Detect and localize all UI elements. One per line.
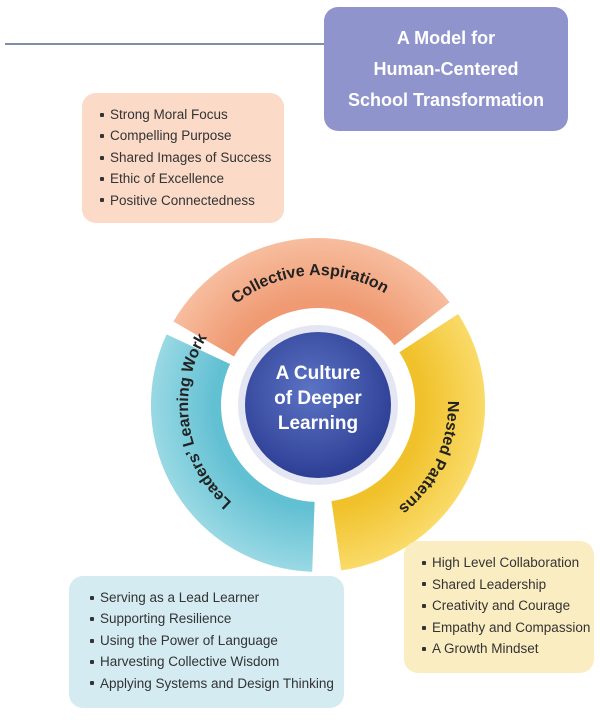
list-item: Ethic of Excellence	[100, 168, 284, 189]
title-line-3: School Transformation	[347, 89, 545, 110]
list-item: Strong Moral Focus	[100, 104, 284, 125]
patterns-list-box: High Level Collaboration Shared Leadersh…	[404, 541, 594, 673]
center-circle	[245, 332, 391, 478]
list-item: Compelling Purpose	[100, 125, 284, 146]
center-line-1: A Culture	[276, 363, 361, 384]
list-item: A Growth Mindset	[422, 638, 594, 660]
list-item: Positive Connectedness	[100, 190, 284, 211]
center-line-2: of Deeper	[274, 388, 362, 409]
leaders-list-box: Serving as a Lead Learner Supporting Res…	[69, 576, 344, 708]
leaders-learning-work-segment	[150, 334, 315, 572]
title-line-2: Human-Centered	[373, 58, 519, 79]
list-item: Harvesting Collective Wisdom	[90, 651, 344, 672]
title-line-1: A Model for	[396, 27, 496, 48]
aspiration-list: Strong Moral Focus Compelling Purpose Sh…	[100, 104, 284, 211]
list-item: High Level Collaboration	[422, 552, 594, 574]
list-item: Using the Power of Language	[90, 630, 344, 651]
aspiration-list-box: Strong Moral Focus Compelling Purpose Sh…	[82, 93, 284, 223]
list-item: Serving as a Lead Learner	[90, 587, 344, 608]
list-item: Empathy and Compassion	[422, 617, 594, 639]
patterns-list: High Level Collaboration Shared Leadersh…	[422, 552, 594, 660]
list-item: Creativity and Courage	[422, 595, 594, 617]
nested-patterns-segment	[331, 314, 486, 571]
collective-aspiration-segment	[173, 238, 450, 357]
leaders-list: Serving as a Lead Learner Supporting Res…	[90, 587, 344, 694]
list-item: Shared Leadership	[422, 574, 594, 596]
list-item: Supporting Resilience	[90, 608, 344, 629]
list-item: Shared Images of Success	[100, 147, 284, 168]
header-rule	[5, 43, 340, 45]
model-title-box: A Model for Human-Centered School Transf…	[324, 7, 568, 131]
list-item: Applying Systems and Design Thinking	[90, 673, 344, 694]
center-line-3: Learning	[278, 413, 358, 434]
